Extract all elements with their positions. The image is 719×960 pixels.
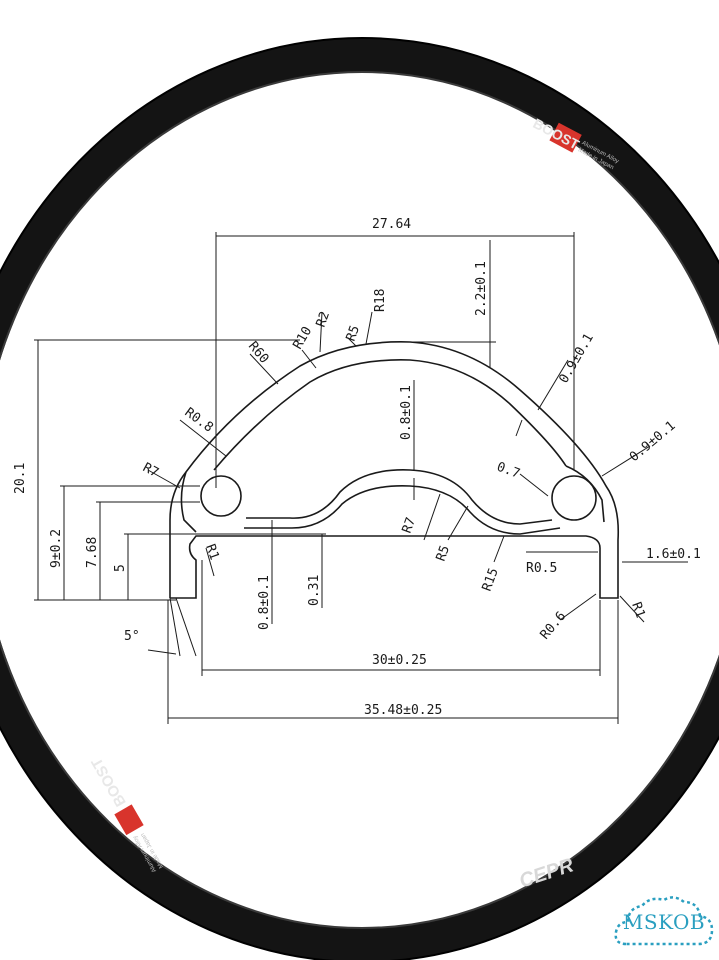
leader-r5-top [347,337,357,347]
profile-left-wall [180,471,197,533]
label-031: 0.31 [307,575,322,606]
label-angle: 5° [124,629,140,644]
label-r7-center: R7 [400,516,419,536]
label-height-5: 5 [113,564,128,572]
angle-line-a [169,597,181,657]
label-r1-left: R1 [202,542,221,562]
left-spoke-hole [200,475,242,517]
label-r60: R60 [245,339,272,367]
label-wall-right-2: 0.9±0.1 [627,418,679,465]
label-r08: R0.8 [182,405,216,436]
angle-line-b [175,597,197,657]
leader-r1-right [619,595,645,623]
label-wall-right-1: 0.9±0.1 [556,331,596,386]
leader-r7-left [147,469,181,489]
label-inner-width: 30±0.25 [372,653,427,668]
label-07: 0.7 [495,460,522,482]
cloud-icon [614,896,714,946]
label-height-9: 9±0.2 [49,529,64,568]
label-r7-left: R7 [140,460,161,481]
label-flange: 1.6±0.1 [646,547,701,562]
label-r18: R18 [373,289,388,312]
leader-wall-right-2 [601,445,651,477]
decal-red-stripe-top [549,122,582,153]
dimension-labels: 27.64 2.2±0.1 R18 R2 R10 R5 R60 R0.8 R7 … [13,217,701,718]
leader-r5-center [447,505,469,541]
watermark: MSKOB [612,894,716,952]
label-r06: R0.6 [538,609,570,643]
label-outer-width: 35.48±0.25 [364,703,442,718]
leader-r10 [301,349,317,369]
rim-ring [0,37,719,960]
leader-r60 [249,353,279,385]
leader-r15 [493,535,505,563]
leader-07 [519,473,549,497]
label-r2: R2 [314,310,333,330]
leader-r08 [179,419,227,457]
leader-r2 [319,311,323,353]
leader-r06 [559,593,597,621]
label-top-width: 27.64 [372,217,411,232]
profile-center-channel [246,469,553,525]
label-r5-top: R5 [344,324,363,344]
label-r5-center: R5 [434,544,453,564]
profile-inner-arch [213,359,567,471]
label-r10: R10 [290,324,315,352]
label-height-768: 7.68 [85,537,100,568]
label-center-wall: 0.8±0.1 [399,385,414,440]
angle-leader [147,649,177,655]
dimension-lines [34,232,688,724]
decal-red-stripe-bottom [114,804,144,836]
profile-right-wall [565,465,605,523]
label-r05: R0.5 [526,561,557,576]
brand-bottom: BOOST [88,755,129,810]
leader-wall-right-1 [537,359,569,411]
leader-r18 [365,311,373,345]
right-spoke-hole [551,475,597,521]
profile-left-hook [170,535,601,599]
label-top-height: 2.2±0.1 [474,261,489,316]
label-total-height: 20.1 [13,463,28,494]
leader-r7-center [423,493,441,541]
watermark-text: MSKOB [622,910,706,934]
rim-cross-section [169,341,620,599]
label-r15: R15 [480,566,502,593]
leader-r1-left [205,547,215,577]
profile-center-channel-inner [244,485,561,535]
label-r1-right: R1 [628,600,647,620]
label-bottom-wall: 0.8±0.1 [257,575,272,630]
leader-wall-right-1b [515,419,523,437]
